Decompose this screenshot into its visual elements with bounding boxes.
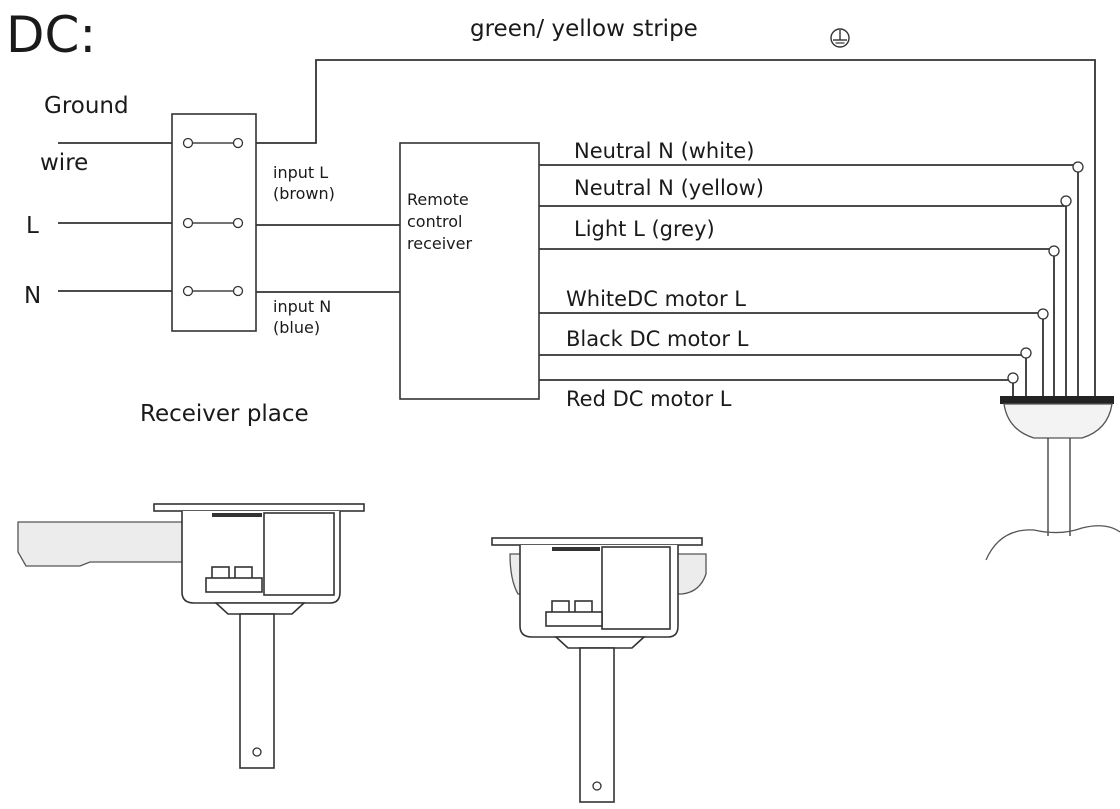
- fan-motor-illustration: [985, 396, 1120, 561]
- terminal-block: [171, 113, 257, 332]
- receiver-label-line3: receiver: [407, 234, 472, 253]
- terminal-dot: [1007, 372, 1019, 384]
- receiver-label-line2: control: [407, 212, 462, 231]
- canopy-illustration-center: [491, 537, 707, 803]
- neutral-label: N: [24, 283, 41, 309]
- output-label-white-motor: WhiteDC motor L: [566, 287, 746, 311]
- output-label-neutral-yellow: Neutral N (yellow): [574, 176, 764, 200]
- terminal-dot: [1020, 347, 1032, 359]
- input-l-label-line1: input L: [273, 163, 328, 182]
- live-label: L: [26, 213, 39, 239]
- terminal-dot: [1037, 308, 1049, 320]
- output-label-red-motor: Red DC motor L: [566, 387, 732, 411]
- output-label-neutral-white: Neutral N (white): [574, 139, 754, 163]
- ground-stripe-wire: [256, 59, 1096, 396]
- canopy-illustration-left: [17, 503, 365, 769]
- output-label-light-grey: Light L (grey): [574, 217, 715, 241]
- receiver-place-label: Receiver place: [140, 401, 309, 427]
- receiver-label-line1: Remote: [407, 190, 469, 209]
- input-l-label-line2: (brown): [273, 184, 335, 203]
- output-wire-light-grey: [539, 248, 1055, 396]
- output-label-black-motor: Black DC motor L: [566, 327, 749, 351]
- remote-control-receiver-box: [399, 142, 540, 400]
- input-n-label-line2: (blue): [273, 318, 320, 337]
- terminal-dot: [1072, 161, 1084, 173]
- ground-stripe-label: green/ yellow stripe: [470, 16, 698, 42]
- earth-ground-icon: [830, 28, 850, 48]
- terminal-dot: [1048, 245, 1060, 257]
- diagram-title: DC:: [6, 6, 96, 64]
- ground-wire-label-line1: Ground: [44, 93, 129, 119]
- ground-wire-label-line2: wire: [40, 150, 88, 176]
- input-n-label-line1: input N: [273, 297, 331, 316]
- terminal-dot: [1060, 195, 1072, 207]
